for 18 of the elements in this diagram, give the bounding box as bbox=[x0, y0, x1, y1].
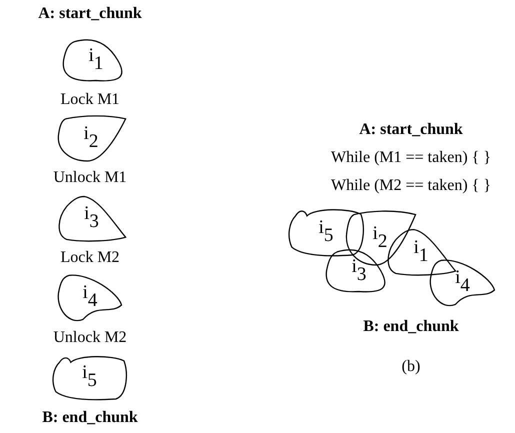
block-heading: A: start_chunk bbox=[359, 121, 463, 139]
blob-outline bbox=[427, 258, 498, 306]
operation-label: Unlock M1 bbox=[53, 169, 127, 187]
blob-outline bbox=[55, 273, 125, 321]
blob-outline bbox=[55, 115, 127, 161]
blob-outline bbox=[52, 355, 127, 399]
operation-label: Lock M1 bbox=[60, 91, 120, 109]
block-heading: A: start_chunk bbox=[38, 5, 142, 23]
operation-label: Unlock M2 bbox=[53, 329, 127, 347]
operation-label: Lock M2 bbox=[60, 249, 120, 267]
code-line: While (M1 == taken) { } bbox=[330, 149, 492, 167]
blob-outline bbox=[56, 195, 127, 241]
panel-caption: (b) bbox=[402, 358, 420, 376]
block-heading: B: end_chunk bbox=[42, 409, 138, 427]
block-heading: B: end_chunk bbox=[363, 318, 459, 336]
blob-outline bbox=[385, 228, 457, 275]
blob-outline bbox=[288, 208, 364, 255]
code-line: While (M2 == taken) { } bbox=[330, 177, 492, 195]
